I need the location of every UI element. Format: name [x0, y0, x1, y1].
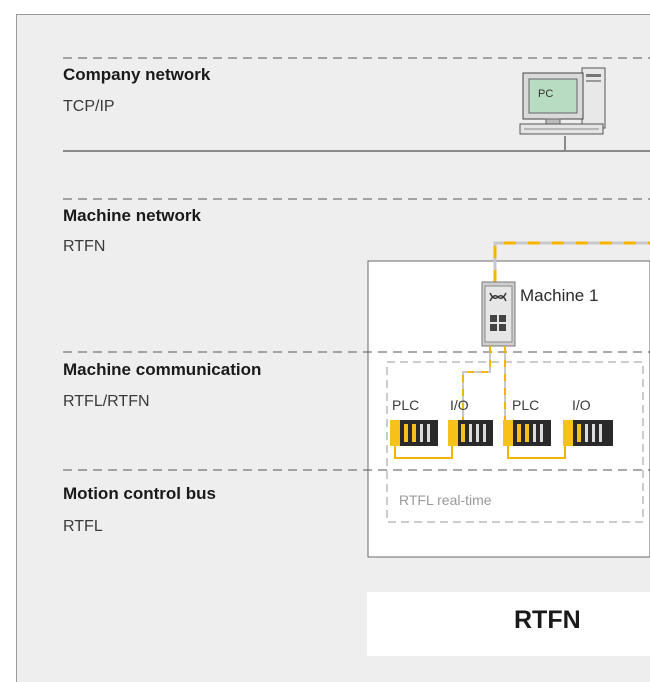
device-plc-1 — [390, 420, 438, 446]
layer-protocol-machine-communication: RTFL/RTFN — [63, 393, 150, 410]
rtfl-link-pair2 — [507, 446, 566, 459]
device-io-2 — [563, 420, 613, 446]
pc-label: PC — [538, 88, 554, 100]
layer-protocol-machine-network: RTFN — [63, 238, 106, 255]
network-switch — [481, 281, 516, 347]
device-plc-2 — [503, 420, 551, 446]
device-io-1 — [448, 420, 493, 446]
legend-box — [367, 592, 650, 656]
device-label-plc-2: PLC — [512, 397, 540, 413]
device-label-plc-1: PLC — [392, 397, 420, 413]
rtfn-uplink — [493, 241, 650, 282]
rtfl-realtime-label: RTFL real-time — [399, 492, 492, 508]
layer-title-motion-bus: Motion control bus — [63, 484, 216, 503]
device-label-io-1: I/O — [450, 397, 469, 413]
legend-label: RTFN — [514, 606, 581, 634]
layer-protocol-company: TCP/IP — [63, 98, 115, 115]
switch-icon — [489, 292, 507, 302]
layer-title-machine-communication: Machine communication — [63, 360, 262, 379]
device-label-io-2: I/O — [572, 397, 591, 413]
layer-title-company: Company network — [63, 65, 211, 84]
pc-computer-icon — [519, 67, 606, 135]
rtfl-link-pair1 — [394, 446, 453, 459]
switch-ports-icon — [490, 315, 506, 331]
layer-protocol-motion-bus: RTFL — [63, 518, 103, 535]
switch-face — [484, 285, 513, 343]
machine-label: Machine 1 — [520, 286, 599, 305]
link-switch-io1 — [462, 346, 491, 422]
layer-title-machine-network: Machine network — [63, 206, 201, 225]
